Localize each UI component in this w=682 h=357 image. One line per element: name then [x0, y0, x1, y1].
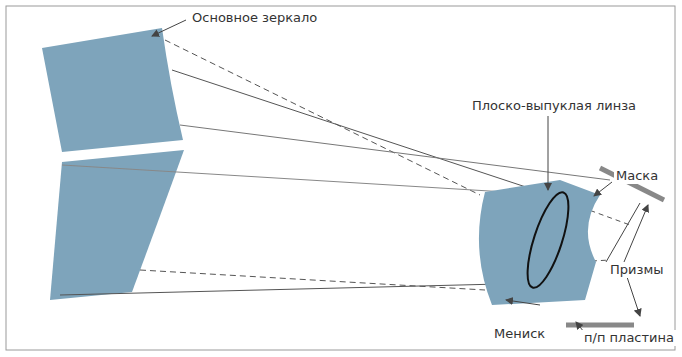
part-label: Основное зеркало — [190, 10, 319, 26]
mirror-lower — [50, 150, 184, 300]
plate — [566, 323, 634, 328]
part-label: п/п пластина — [582, 330, 676, 346]
part-label: Мениск — [492, 326, 547, 342]
part-label: Плоско-выпуклая линза — [470, 98, 638, 114]
part-label: Призмы — [608, 262, 665, 278]
meniscus — [479, 180, 600, 305]
mirror-upper — [42, 28, 183, 152]
part-label: Маска — [614, 168, 660, 184]
lens — [519, 188, 577, 292]
